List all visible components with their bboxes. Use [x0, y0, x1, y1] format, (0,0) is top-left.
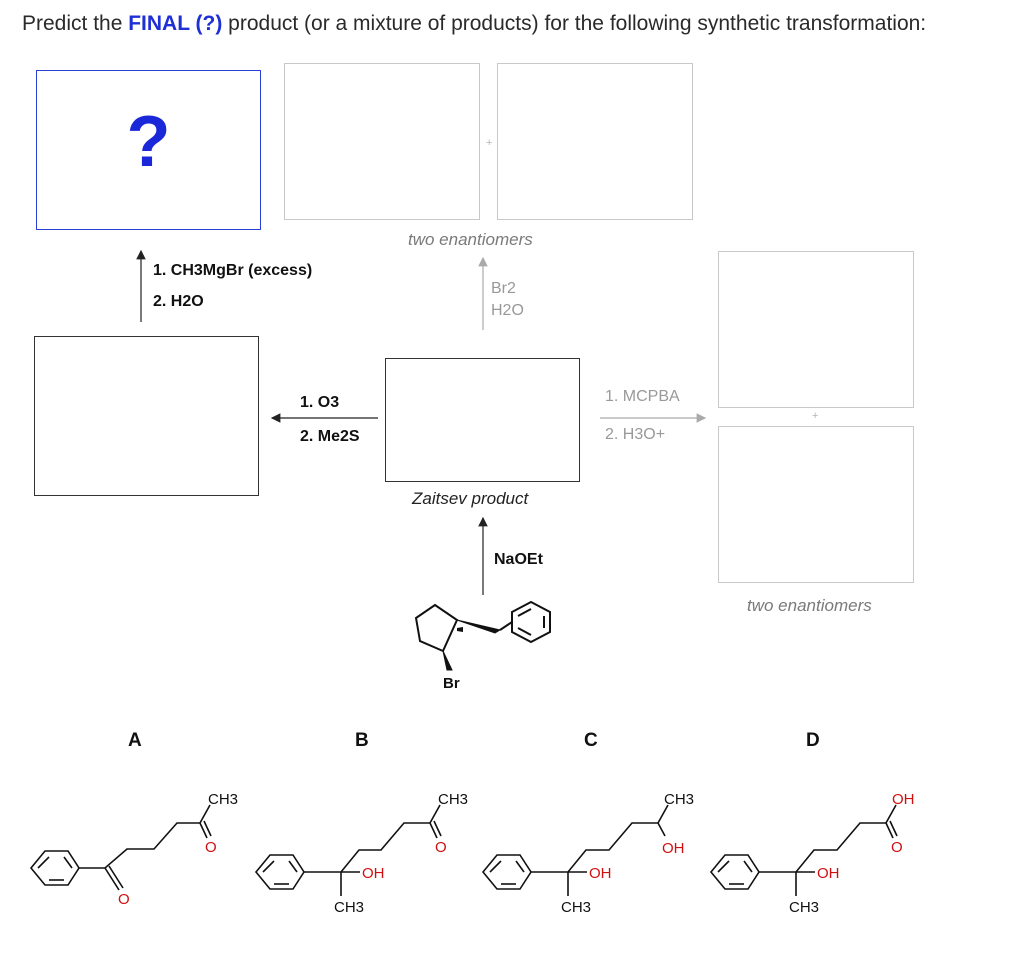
- option-a-ketone-o: O: [118, 891, 130, 908]
- reagent-water: H2O: [491, 302, 524, 319]
- reagent-mcpba: 1. MCPBA: [605, 388, 680, 405]
- question-final-emphasis: FINAL (?): [128, 12, 223, 35]
- option-letter-d[interactable]: D: [806, 730, 820, 751]
- option-a-carbonyl-o: O: [205, 839, 217, 856]
- option-b-hydroxyl: OH: [362, 865, 385, 882]
- option-c-methyl-bottom: CH3: [561, 899, 591, 916]
- ozonolysis-product-box[interactable]: [34, 336, 259, 496]
- option-c-hydroxyl-top: OH: [662, 840, 685, 857]
- option-d-methyl-bottom: CH3: [789, 899, 819, 916]
- question-title: Predict the FINAL (?) product (or a mixt…: [22, 12, 926, 36]
- reagent-ozone-step2: 2. Me2S: [300, 428, 360, 445]
- reagent-acid-workup: 2. H3O+: [605, 426, 666, 443]
- bromohydrin-enantiomer-box-2[interactable]: [497, 63, 693, 220]
- option-a-methyl: CH3: [208, 791, 238, 808]
- option-d-hydroxyl: OH: [817, 865, 840, 882]
- option-letter-b[interactable]: B: [355, 730, 369, 751]
- option-b-methyl-bottom: CH3: [334, 899, 364, 916]
- option-c-hydroxyl-bottom: OH: [589, 865, 612, 882]
- option-b-carbonyl-o: O: [435, 839, 447, 856]
- right-enantiomers-caption: two enantiomers: [747, 596, 872, 615]
- option-d-structure: [709, 804, 898, 896]
- diol-enantiomer-box-2[interactable]: [718, 426, 914, 583]
- option-d-acid-hydroxyl: OH: [892, 791, 915, 808]
- question-suffix: product (or a mixture of products) for t…: [222, 12, 927, 35]
- final-product-answer-box[interactable]: ?: [36, 70, 261, 230]
- option-letter-a[interactable]: A: [128, 730, 142, 751]
- question-mark-icon: ?: [126, 102, 171, 182]
- starting-material-structure: [414, 600, 551, 671]
- option-c-structure: [481, 804, 669, 896]
- option-c-methyl-top: CH3: [664, 791, 694, 808]
- top-plus-sign: +: [486, 137, 493, 149]
- option-b-methyl-top: CH3: [438, 791, 468, 808]
- reagent-sodium-ethoxide: NaOEt: [494, 551, 543, 568]
- option-letter-c[interactable]: C: [584, 730, 598, 751]
- option-d-carbonyl-o: O: [891, 839, 903, 856]
- option-b-structure: [254, 804, 442, 896]
- top-enantiomers-caption: two enantiomers: [408, 230, 533, 249]
- reagent-ozone-step1: 1. O3: [300, 394, 340, 411]
- right-plus-sign: +: [812, 410, 819, 422]
- reagent-grignard-step1: 1. CH3MgBr (excess): [153, 262, 313, 279]
- diol-enantiomer-box-1[interactable]: [718, 251, 914, 408]
- starting-material-bromine: Br: [443, 675, 460, 692]
- option-a-structure: [29, 804, 212, 891]
- question-prefix: Predict the: [22, 12, 129, 35]
- bromohydrin-enantiomer-box-1[interactable]: [284, 63, 480, 220]
- reagent-grignard-step2: 2. H2O: [153, 293, 204, 310]
- zaitsev-caption: Zaitsev product: [412, 489, 529, 508]
- zaitsev-product-box[interactable]: [385, 358, 580, 482]
- reagent-bromine: Br2: [491, 280, 516, 297]
